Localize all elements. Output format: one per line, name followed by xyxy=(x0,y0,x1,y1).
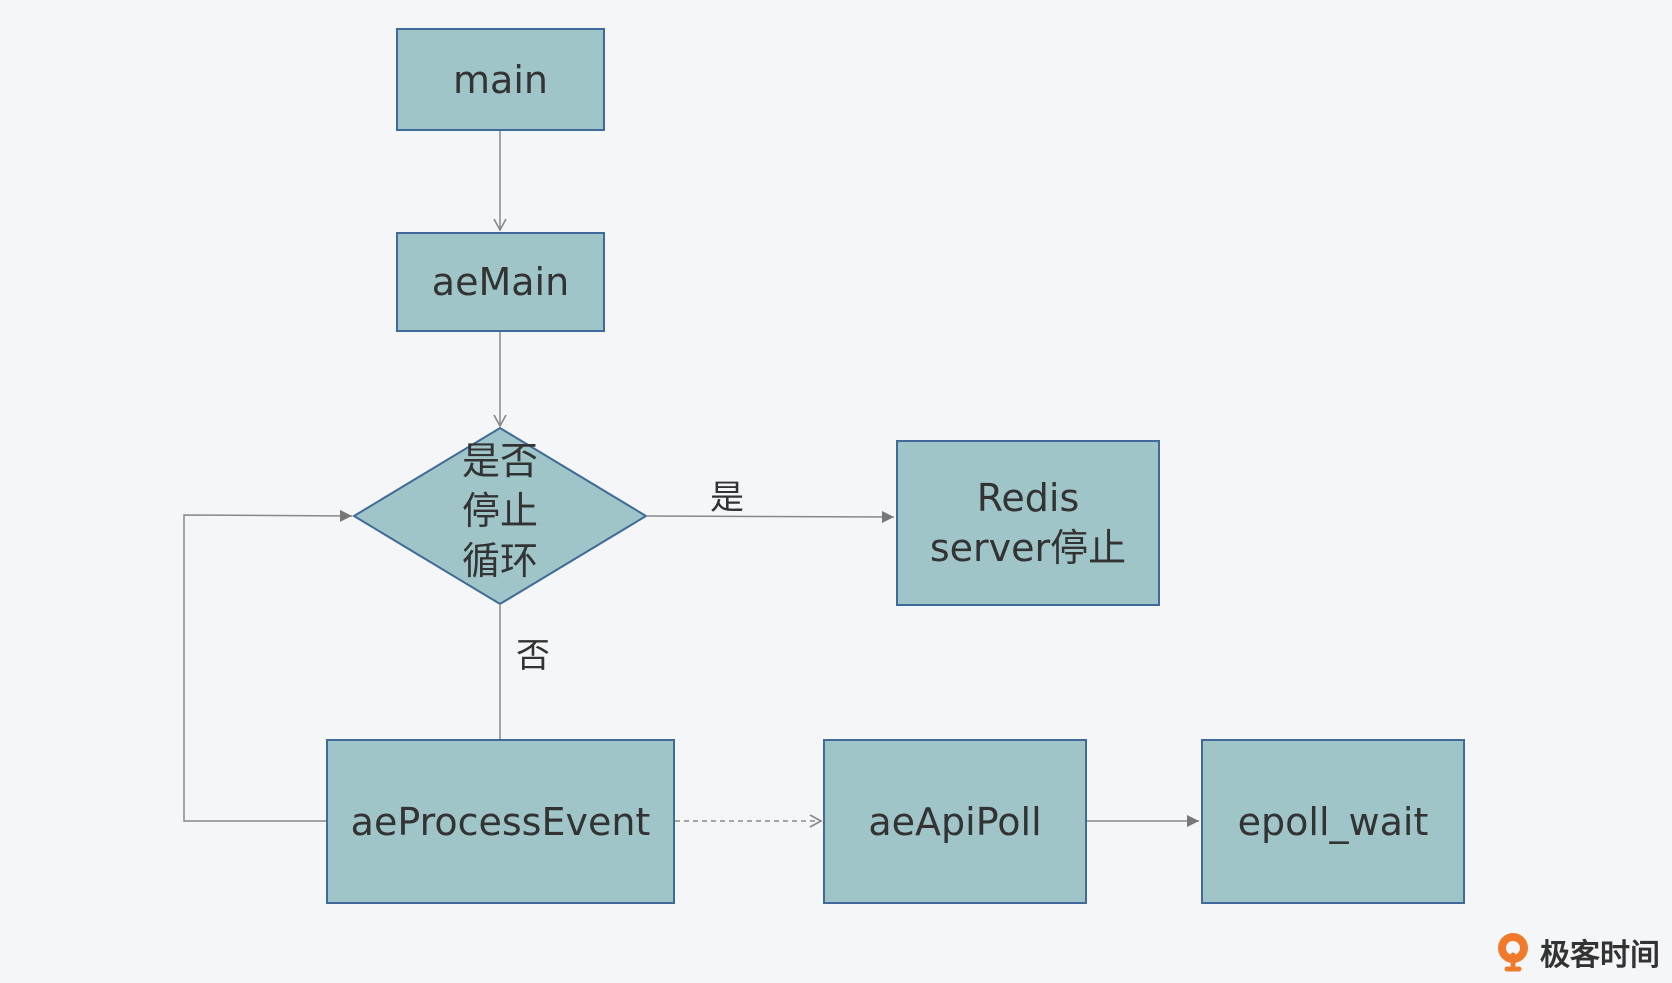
node-main-label: main xyxy=(453,57,548,102)
decision-label-line: 是否 xyxy=(461,439,538,483)
node-aemain-label: aeMain xyxy=(431,260,570,304)
node-redis-server-stop: Redis server停止 xyxy=(896,440,1160,606)
node-main: main xyxy=(396,28,605,131)
node-ae-api-poll: aeApiPoll xyxy=(823,739,1087,904)
edge-label-no: 否 xyxy=(516,636,550,676)
node-redis-label-line: server停止 xyxy=(929,526,1127,570)
node-epoll-wait: epoll_wait xyxy=(1201,739,1465,904)
edge-label-yes: 是 xyxy=(710,478,744,518)
brand-watermark: 极客时间 xyxy=(1494,930,1660,974)
node-ae-process-event: aeProcessEvent xyxy=(326,739,675,904)
decision-label-line: 停止 xyxy=(461,489,538,533)
edge-decision-yes xyxy=(645,510,895,523)
decision-label: 是否 停止 循环 xyxy=(430,436,570,586)
node-epoll-wait-label: epoll_wait xyxy=(1237,799,1429,844)
node-aemain: aeMain xyxy=(396,232,605,332)
node-ae-process-event-label: aeProcessEvent xyxy=(350,799,651,844)
edge-loop-back xyxy=(183,509,353,822)
decision-label-line: 循环 xyxy=(461,539,538,583)
brand-name: 极客时间 xyxy=(1540,938,1660,973)
node-redis-label-line: Redis xyxy=(976,476,1080,520)
node-ae-api-poll-label: aeApiPoll xyxy=(868,799,1042,844)
geektime-logo-icon xyxy=(1498,933,1528,972)
